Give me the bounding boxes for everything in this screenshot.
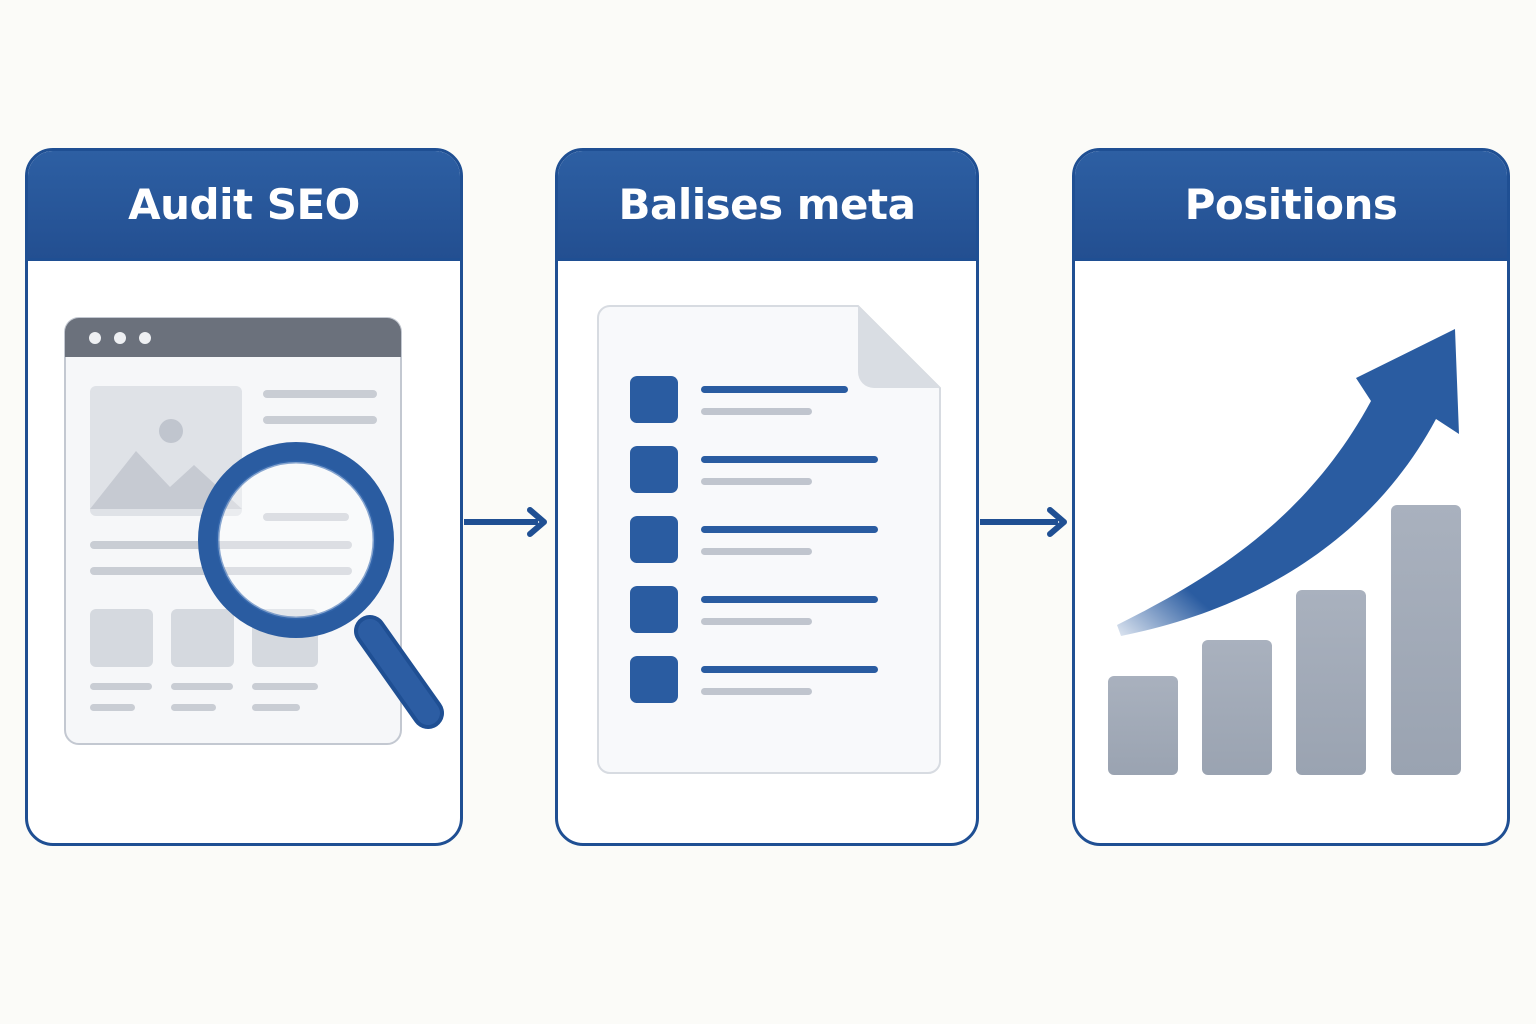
trend-up-arrow-icon bbox=[1117, 329, 1459, 636]
step-header: Audit SEO bbox=[28, 151, 460, 261]
rising-bar-chart-icon bbox=[1108, 329, 1461, 775]
browser-magnifier-icon bbox=[64, 317, 444, 745]
document-checklist-icon bbox=[597, 305, 941, 774]
step-header: Balises meta bbox=[558, 151, 976, 261]
folded-corner bbox=[858, 306, 940, 388]
step-title: Balises meta bbox=[618, 180, 916, 229]
checklist-row bbox=[630, 376, 848, 423]
window-dot-icon bbox=[114, 332, 126, 344]
chart-bar bbox=[1391, 505, 1461, 775]
step-title: Audit SEO bbox=[128, 180, 360, 229]
step-panel-audit-seo: Audit SEO bbox=[25, 148, 463, 846]
checklist-row bbox=[630, 516, 878, 563]
step-illustration bbox=[28, 261, 460, 843]
checklist-row bbox=[630, 446, 878, 493]
chart-bar bbox=[1202, 640, 1272, 775]
checklist-row bbox=[630, 656, 878, 703]
step-illustration bbox=[1075, 261, 1507, 843]
window-dot-icon bbox=[139, 332, 151, 344]
window-dot-icon bbox=[89, 332, 101, 344]
step-panel-positions: Positions bbox=[1072, 148, 1510, 846]
step-illustration bbox=[558, 261, 976, 843]
magnifier-icon bbox=[198, 442, 444, 729]
step-panel-balises-meta: Balises meta bbox=[555, 148, 979, 846]
browser-titlebar bbox=[65, 318, 401, 357]
chart-bar bbox=[1296, 590, 1366, 775]
document-page bbox=[597, 305, 941, 774]
step-title: Positions bbox=[1184, 180, 1398, 229]
arrow-right-icon bbox=[980, 507, 1067, 537]
checklist-row bbox=[630, 586, 878, 633]
chart-bar bbox=[1108, 676, 1178, 775]
arrow-right-icon bbox=[464, 507, 547, 537]
step-header: Positions bbox=[1075, 151, 1507, 261]
